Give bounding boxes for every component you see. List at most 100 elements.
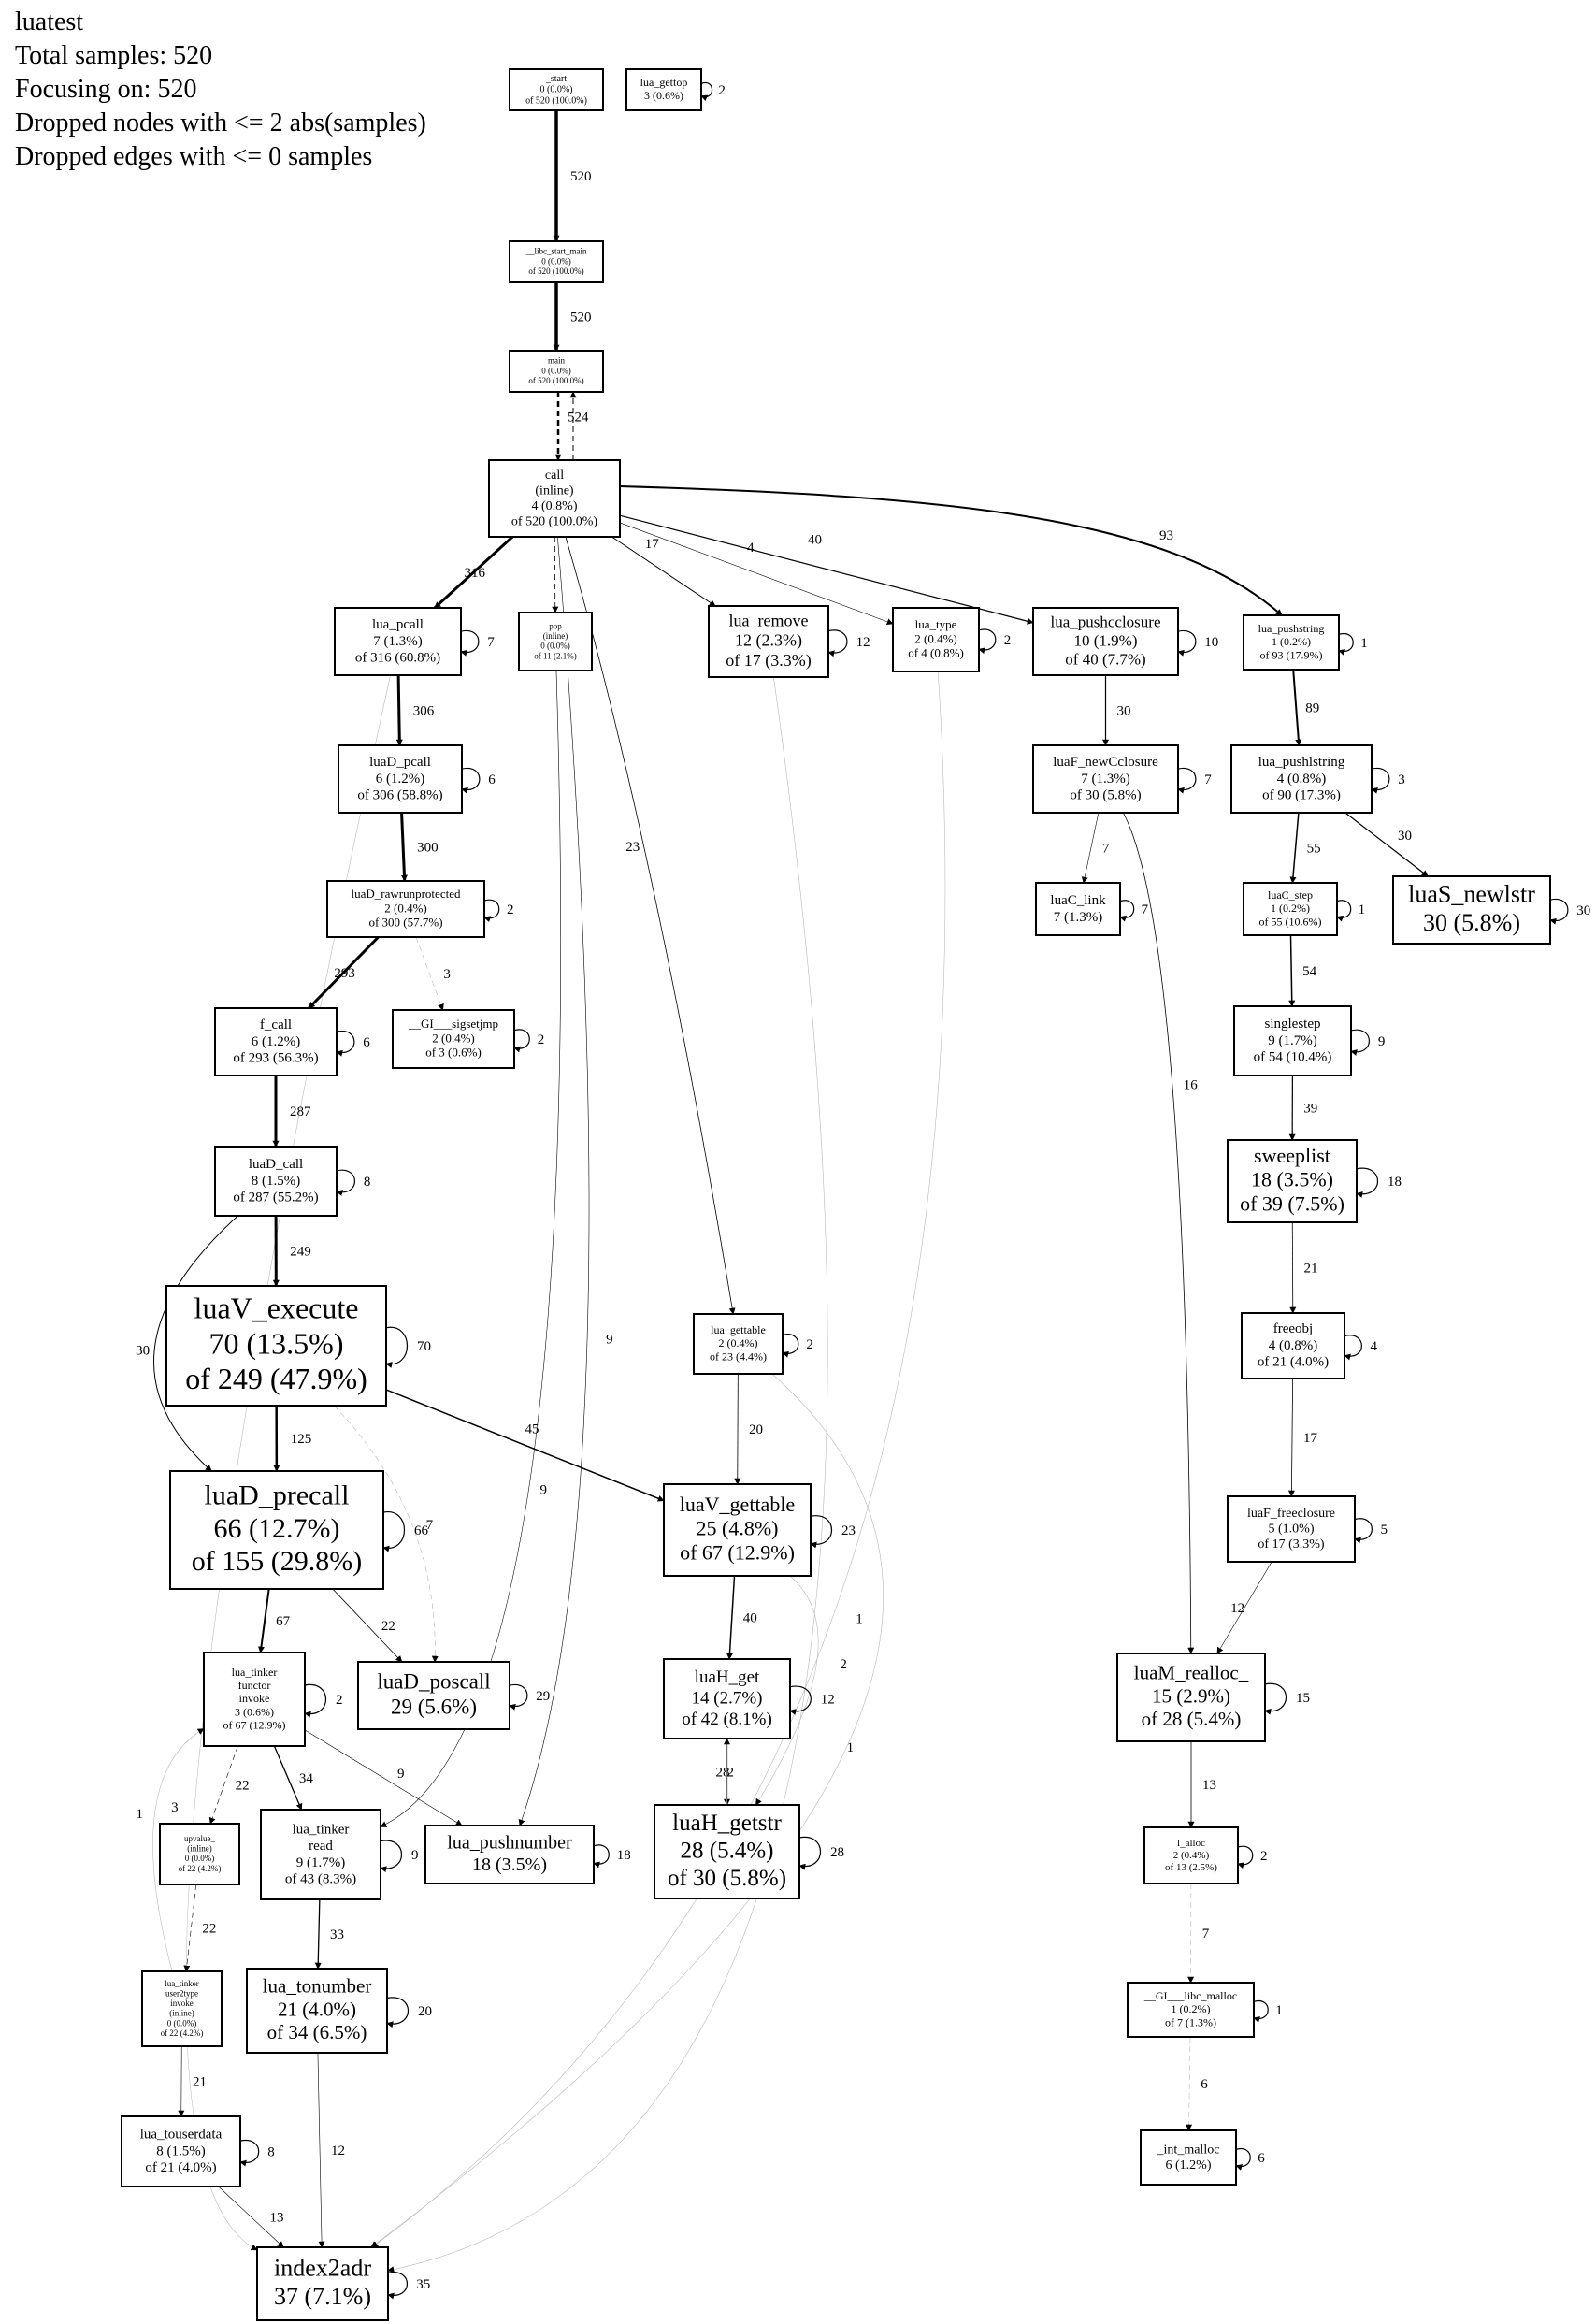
node-box — [654, 1804, 800, 1899]
self-loop-line — [1371, 767, 1390, 794]
edge-lua_pcall-to-luaD_pcall: 306 — [395, 674, 435, 746]
node-stat: of 34 (6.5%) — [267, 2021, 367, 2043]
node-box — [693, 1313, 784, 1375]
self-loop-lua_type: 2 — [978, 628, 1011, 655]
node-title: lua_pushlstring — [1258, 755, 1345, 770]
node-title: luaF_newCclosure — [1053, 755, 1158, 770]
node-title: lua_type — [915, 617, 957, 631]
self-loop-line — [336, 1030, 355, 1057]
self-loop-int_malloc: 6 — [1235, 2147, 1265, 2171]
node-box — [509, 350, 604, 393]
edge-label: 39 — [1303, 1102, 1317, 1117]
node-stat: of 316 (60.8%) — [355, 651, 440, 666]
self-loop-label: 2 — [718, 83, 726, 98]
self-loop-line — [1235, 2147, 1251, 2171]
self-loop-label: 3 — [1398, 772, 1405, 787]
node-stat: 9 (1.7%) — [1268, 1033, 1317, 1048]
edge-line — [218, 2186, 284, 2248]
node-pop[interactable]: pop(inline)0 (0.0%)of 11 (2.1%) — [518, 612, 593, 671]
edge-lua_gettable-to-index2adr: 1 — [370, 1373, 884, 2248]
node-box — [1227, 1139, 1358, 1223]
node-stat: 3 (0.6%) — [235, 1705, 274, 1718]
node-call[interactable]: call(inline)4 (0.8%)of 520 (100.0%) — [488, 459, 621, 538]
edge-lua_pushlstring-to-luaC_step: 55 — [1289, 812, 1321, 884]
node-title: luaV_gettable — [680, 1493, 795, 1516]
node-box — [256, 2246, 389, 2321]
self-loop-label: 23 — [841, 1523, 856, 1538]
edge-luaD_precall-to-functor_invoke: 67 — [257, 1588, 291, 1653]
self-loop-line — [1338, 632, 1354, 656]
self-loop-label: 10 — [1204, 635, 1218, 650]
edge-label: 30 — [136, 1343, 150, 1358]
node-stat: of 54 (10.4%) — [1254, 1050, 1332, 1065]
edge-call-to-lua_pushstring: 93 — [619, 485, 1283, 616]
node-box — [1143, 1826, 1239, 1884]
node-stat: 8 (1.5%) — [156, 2144, 206, 2158]
node-title: call — [545, 469, 564, 483]
edge-label: 93 — [1159, 528, 1173, 543]
node-box — [1116, 1653, 1266, 1742]
node-box — [708, 605, 829, 678]
self-loop-lua_gettable: 2 — [782, 1334, 813, 1358]
node-box — [203, 1652, 306, 1747]
node-luaM_realloc[interactable]: luaM_realloc_15 (2.9%)of 28 (5.4%) — [1116, 1653, 1266, 1742]
self-loop-line — [978, 628, 997, 655]
self-loop-luaS_newlstr: 30 — [1549, 898, 1590, 925]
node-upvalue[interactable]: upvalue_(inline)0 (0.0%)of 22 (4.2%) — [159, 1823, 240, 1885]
node-stat: of 30 (5.8%) — [1070, 788, 1141, 803]
node-stat: 0 (0.0%) — [167, 2018, 197, 2028]
self-loop-label: 1 — [1359, 902, 1366, 917]
self-loop-line — [336, 1169, 356, 1196]
self-loop-line — [461, 767, 481, 794]
edge-label: 2 — [727, 1766, 735, 1781]
edge-label: 12 — [331, 2144, 345, 2158]
node-stat: 1 (0.2%) — [1271, 902, 1310, 915]
self-loop-lua_pcall: 7 — [460, 629, 495, 657]
self-loop-sweeplist: 18 — [1356, 1167, 1402, 1198]
node-stat: of 4 (0.8%) — [908, 646, 964, 660]
edge-lua_pushcclosure-to-luaF_newCclosure: 30 — [1102, 675, 1131, 746]
self-loop-line — [789, 1685, 812, 1715]
node-stat: 0 (0.0%) — [540, 85, 573, 95]
